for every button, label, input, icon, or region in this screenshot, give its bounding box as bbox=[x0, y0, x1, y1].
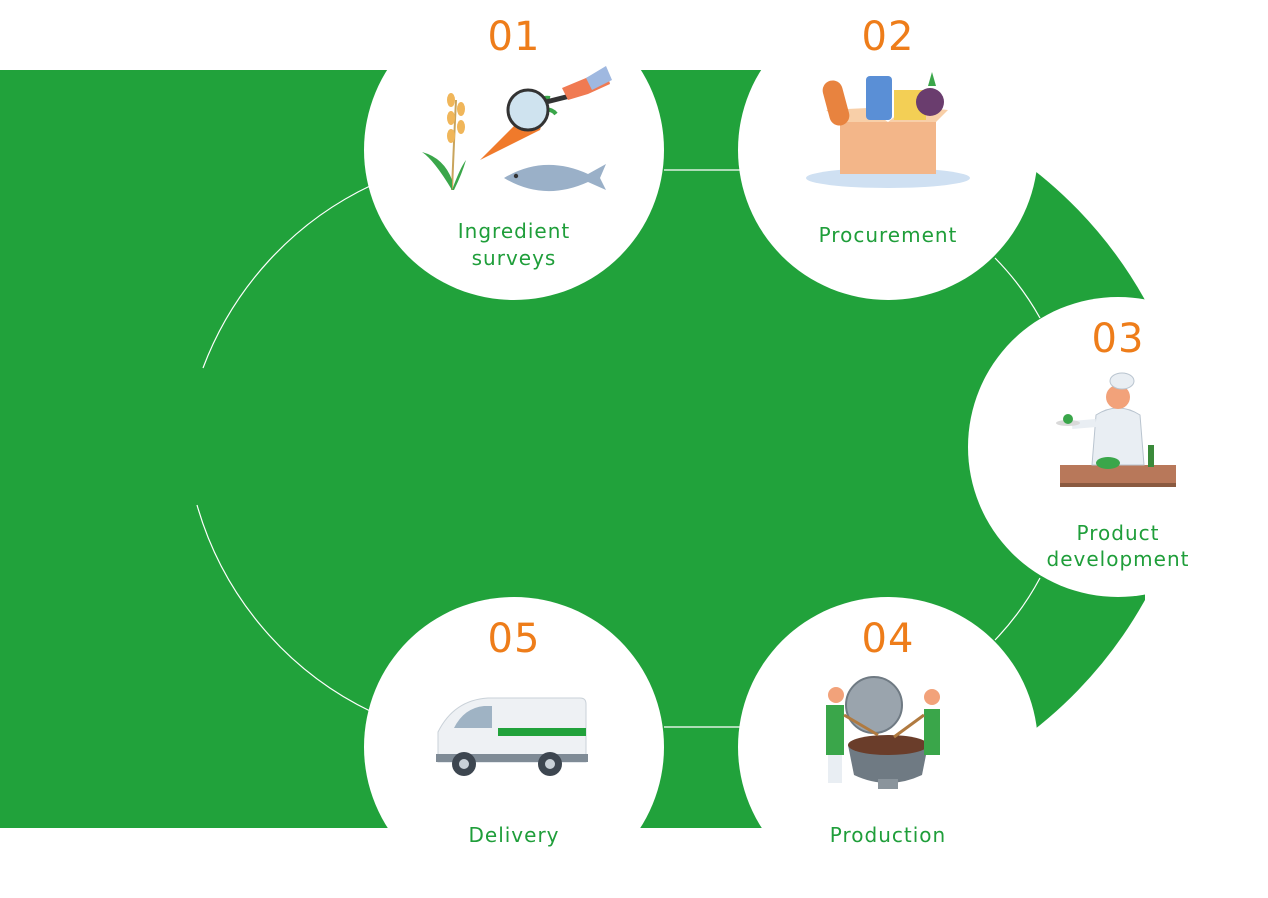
step-circle bbox=[364, 0, 664, 300]
step-number: 01 bbox=[488, 14, 541, 60]
step-number: 02 bbox=[862, 14, 915, 60]
step-number: 04 bbox=[862, 616, 915, 662]
step-label: development bbox=[1047, 547, 1190, 571]
chef-icon bbox=[1056, 372, 1176, 487]
connector-lines bbox=[196, 169, 1041, 728]
cooking-pot-icon bbox=[826, 676, 940, 789]
delivery-van-icon bbox=[436, 697, 588, 776]
step-label: Production bbox=[830, 823, 946, 847]
step-label: Procurement bbox=[819, 223, 958, 247]
step-label: Delivery bbox=[468, 823, 559, 847]
step-number: 05 bbox=[488, 616, 541, 662]
step-number: 03 bbox=[1092, 316, 1145, 362]
step-label: Ingredient bbox=[458, 219, 570, 243]
step-label: Product bbox=[1077, 521, 1160, 545]
step-label: surveys bbox=[472, 246, 557, 270]
ingredient-survey-icon bbox=[422, 66, 612, 192]
grocery-box-icon bbox=[806, 72, 970, 188]
